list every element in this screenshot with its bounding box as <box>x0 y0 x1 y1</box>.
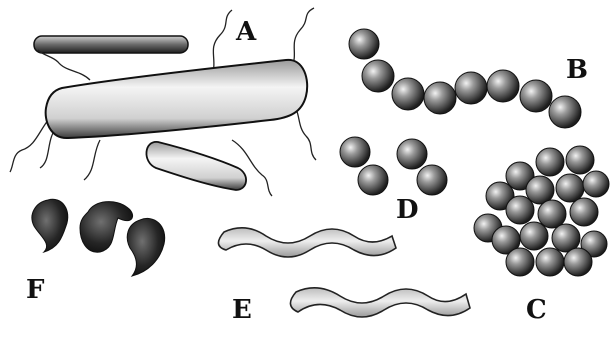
coccus <box>549 96 581 128</box>
label-c: C <box>526 295 547 325</box>
label-a: A <box>235 17 257 47</box>
coccus <box>583 171 609 197</box>
vibrio <box>80 202 133 253</box>
coccus <box>362 60 394 92</box>
coccus <box>536 248 564 276</box>
diplococci-group-d <box>340 137 447 195</box>
spirillum <box>218 228 396 257</box>
coccus <box>506 248 534 276</box>
vibrios-group-f <box>32 199 165 276</box>
coccus <box>340 137 370 167</box>
large-rod <box>46 60 308 138</box>
label-f: F <box>26 275 45 305</box>
small-rod <box>146 142 246 190</box>
spirillum <box>290 288 470 317</box>
coccus <box>506 196 534 224</box>
coccus <box>417 165 447 195</box>
coccus <box>538 200 566 228</box>
coccus <box>520 80 552 112</box>
coccus <box>487 70 519 102</box>
coccus <box>349 29 379 59</box>
coccus <box>570 198 598 226</box>
thin-rod <box>34 36 188 53</box>
label-d: D <box>396 195 419 225</box>
coccus <box>520 222 548 250</box>
coccus <box>564 248 592 276</box>
bacilli-group-a <box>10 8 316 196</box>
coccus <box>536 148 564 176</box>
coccus <box>424 82 456 114</box>
coccus <box>397 139 427 169</box>
label-e: E <box>232 295 252 325</box>
vibrio <box>127 218 164 276</box>
label-b: B <box>566 55 588 85</box>
streptococci-chain-b <box>349 29 581 128</box>
spirilla-group-e <box>218 228 470 317</box>
coccus <box>455 72 487 104</box>
staphylococci-cluster-c <box>474 146 609 276</box>
vibrio <box>32 199 68 252</box>
coccus <box>566 146 594 174</box>
coccus <box>392 78 424 110</box>
coccus <box>556 174 584 202</box>
coccus <box>358 165 388 195</box>
